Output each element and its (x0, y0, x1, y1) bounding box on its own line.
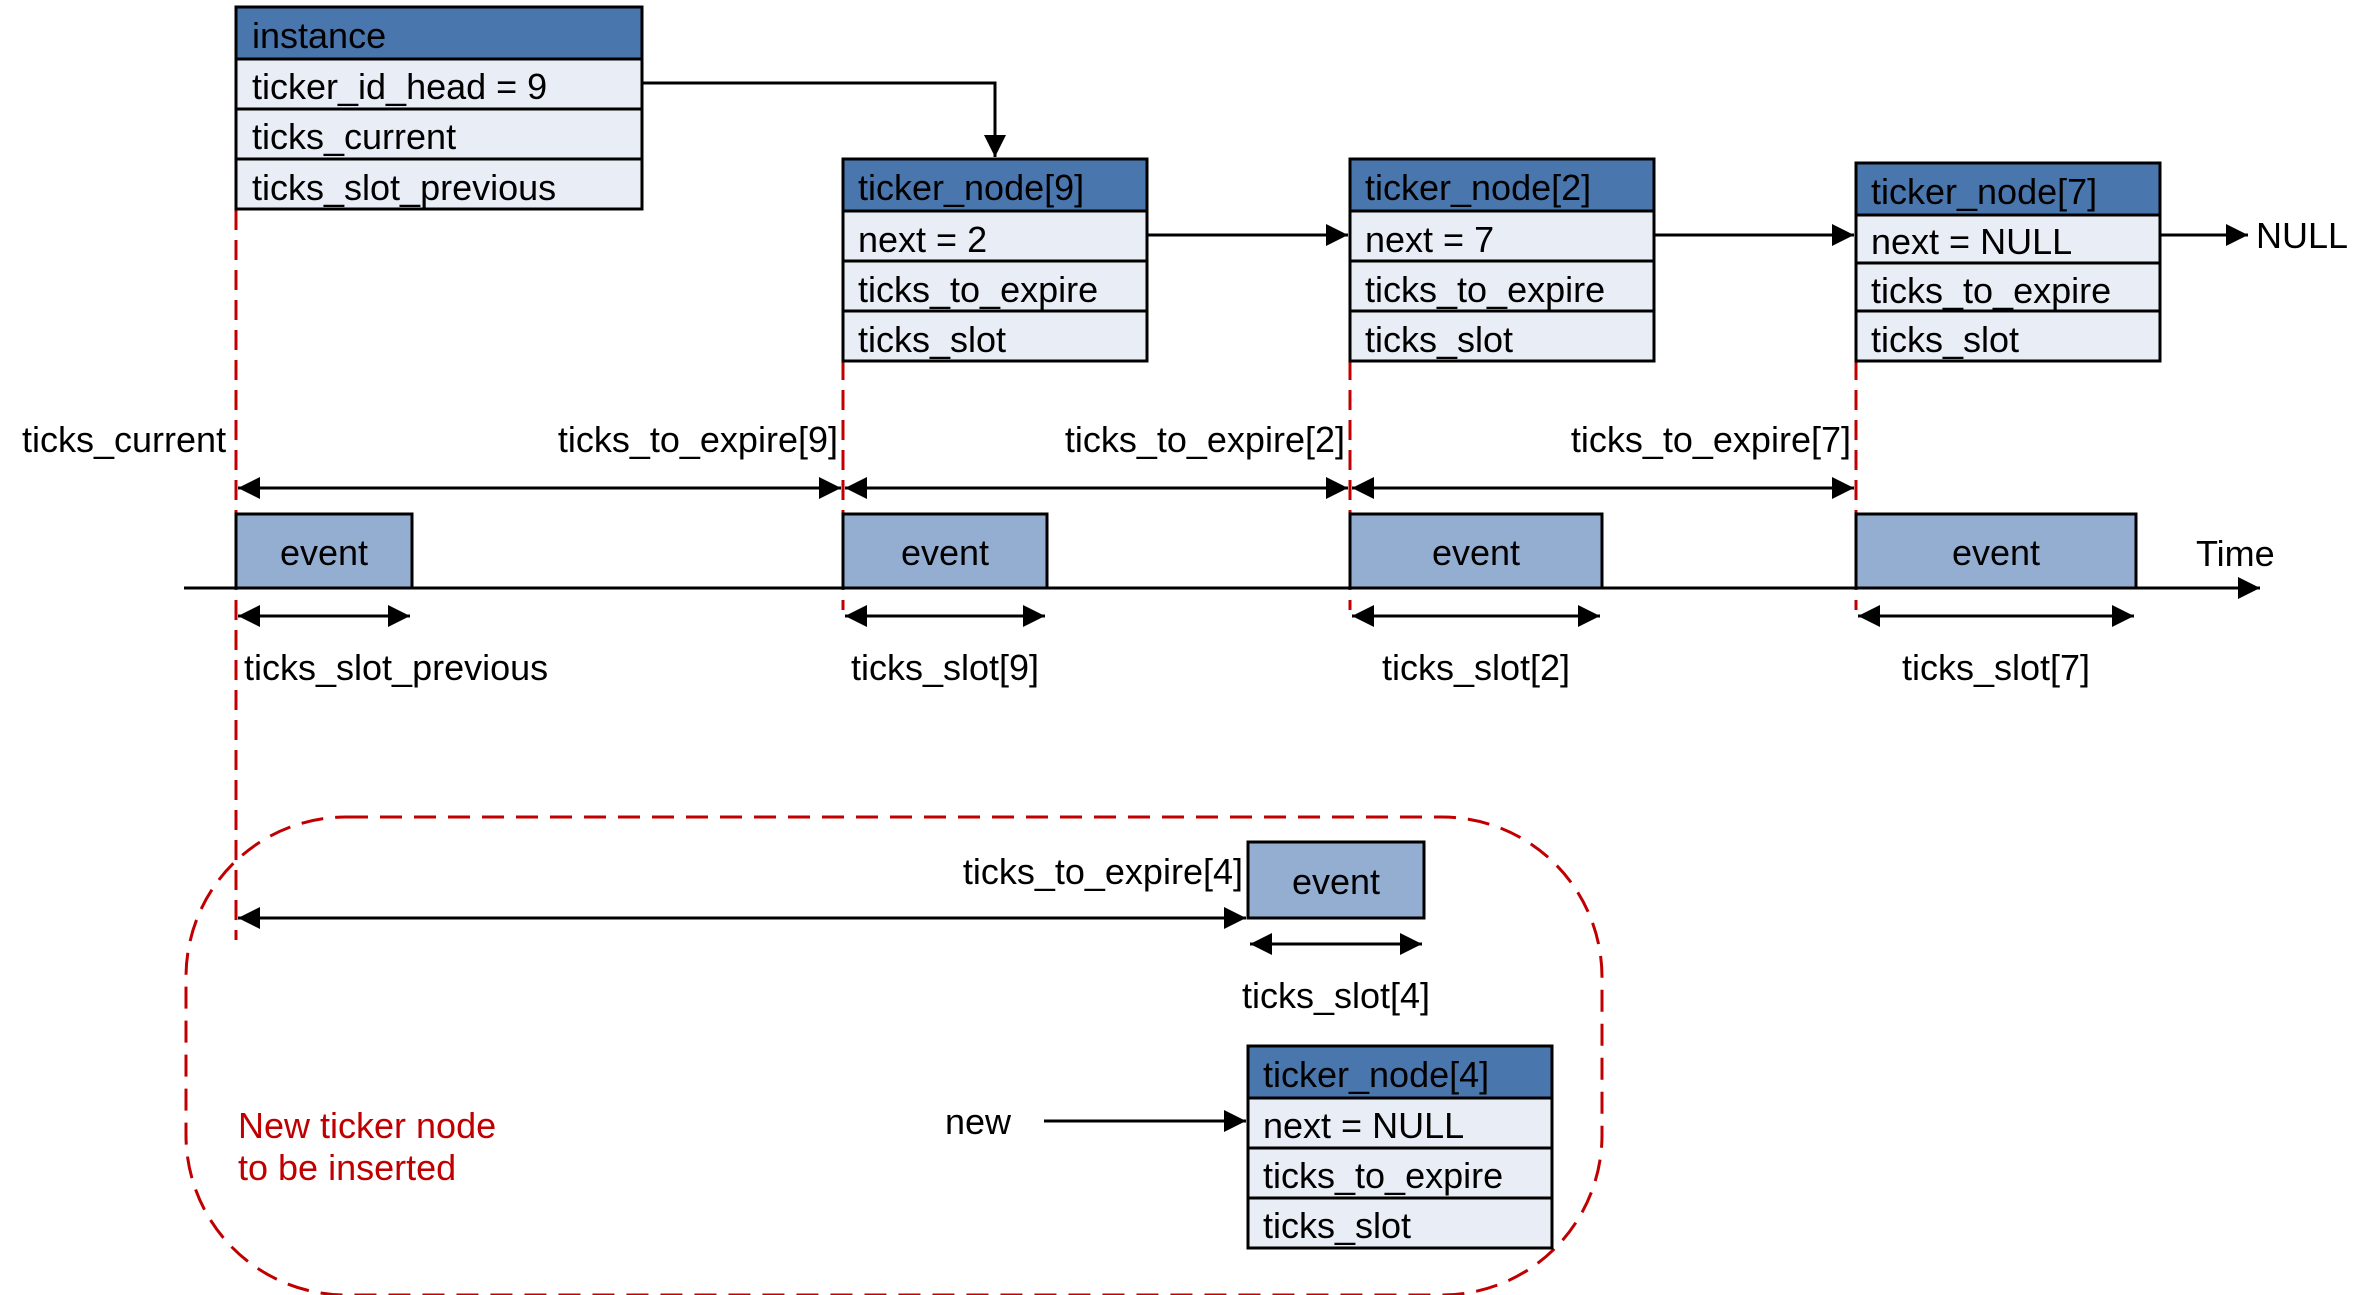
time-label: Time (2196, 533, 2275, 574)
node-4-title: ticker_node[4] (1263, 1054, 1489, 1095)
slot-label-7: ticks_slot[7] (1902, 647, 2090, 688)
instance-title: instance (252, 15, 386, 56)
slot-label-2: ticks_slot[2] (1382, 647, 1570, 688)
node-7-expire: ticks_to_expire (1871, 270, 2111, 311)
event-label-0: event (280, 532, 368, 573)
note-line-1: New ticker node (238, 1105, 496, 1146)
slot-arrows: ticks_slot_previous ticks_slot[9] ticks_… (238, 605, 2134, 688)
node-9-expire: ticks_to_expire (858, 269, 1098, 310)
ticks-current-label: ticks_current (22, 419, 226, 460)
expire-labels: ticks_current ticks_to_expire[9] ticks_t… (22, 419, 1851, 460)
ticker-node-2: ticker_node[2] next = 7 ticks_to_expire … (1348, 157, 1656, 363)
node-2-slot: ticks_slot (1365, 319, 1513, 360)
new-label: new (945, 1101, 1012, 1142)
expire-label-9: ticks_to_expire[9] (558, 419, 838, 460)
list-pointers: NULL (642, 81, 2348, 256)
node-7-title: ticker_node[7] (1871, 171, 2097, 212)
instance-row-ticks-current: ticks_current (252, 116, 456, 157)
node-7-next: next = NULL (1871, 221, 2072, 262)
node-2-expire: ticks_to_expire (1365, 269, 1605, 310)
event-label-9: event (901, 532, 989, 573)
note-line-2: to be inserted (238, 1147, 456, 1188)
null-label: NULL (2256, 215, 2348, 256)
node-4-next: next = NULL (1263, 1105, 1464, 1146)
node-9-slot: ticks_slot (858, 319, 1006, 360)
slot-label-9: ticks_slot[9] (851, 647, 1039, 688)
instance-box: instance ticker_id_head = 9 ticks_curren… (234, 5, 644, 211)
instance-row-slot-previous: ticks_slot_previous (252, 167, 556, 208)
node-2-title: ticker_node[2] (1365, 167, 1591, 208)
slot-label-4: ticks_slot[4] (1242, 975, 1430, 1016)
expire-label-2: ticks_to_expire[2] (1065, 419, 1345, 460)
node-9-next: next = 2 (858, 219, 987, 260)
event-label-2: event (1432, 532, 1520, 573)
ticker-node-7: ticker_node[7] next = NULL ticks_to_expi… (1854, 161, 2162, 363)
expire-label-7: ticks_to_expire[7] (1571, 419, 1851, 460)
ticker-node-9: ticker_node[9] next = 2 ticks_to_expire … (841, 157, 1149, 363)
insertion-group: ticks_to_expire[4] event ticks_slot[4] N… (184, 815, 1604, 1295)
instance-row-head: ticker_id_head = 9 (252, 66, 547, 107)
ticker-node-4: ticker_node[4] next = NULL ticks_to_expi… (1246, 1044, 1554, 1250)
node-9-title: ticker_node[9] (858, 167, 1084, 208)
expire-label-4: ticks_to_expire[4] (963, 851, 1243, 892)
events: event event event event (234, 512, 2138, 590)
slot-label-previous: ticks_slot_previous (244, 647, 548, 688)
node-7-slot: ticks_slot (1871, 319, 2019, 360)
event-label-4: event (1292, 861, 1380, 902)
node-4-slot: ticks_slot (1263, 1205, 1411, 1246)
event-label-7: event (1952, 532, 2040, 573)
node-4-expire: ticks_to_expire (1263, 1155, 1503, 1196)
node-2-next: next = 7 (1365, 219, 1494, 260)
